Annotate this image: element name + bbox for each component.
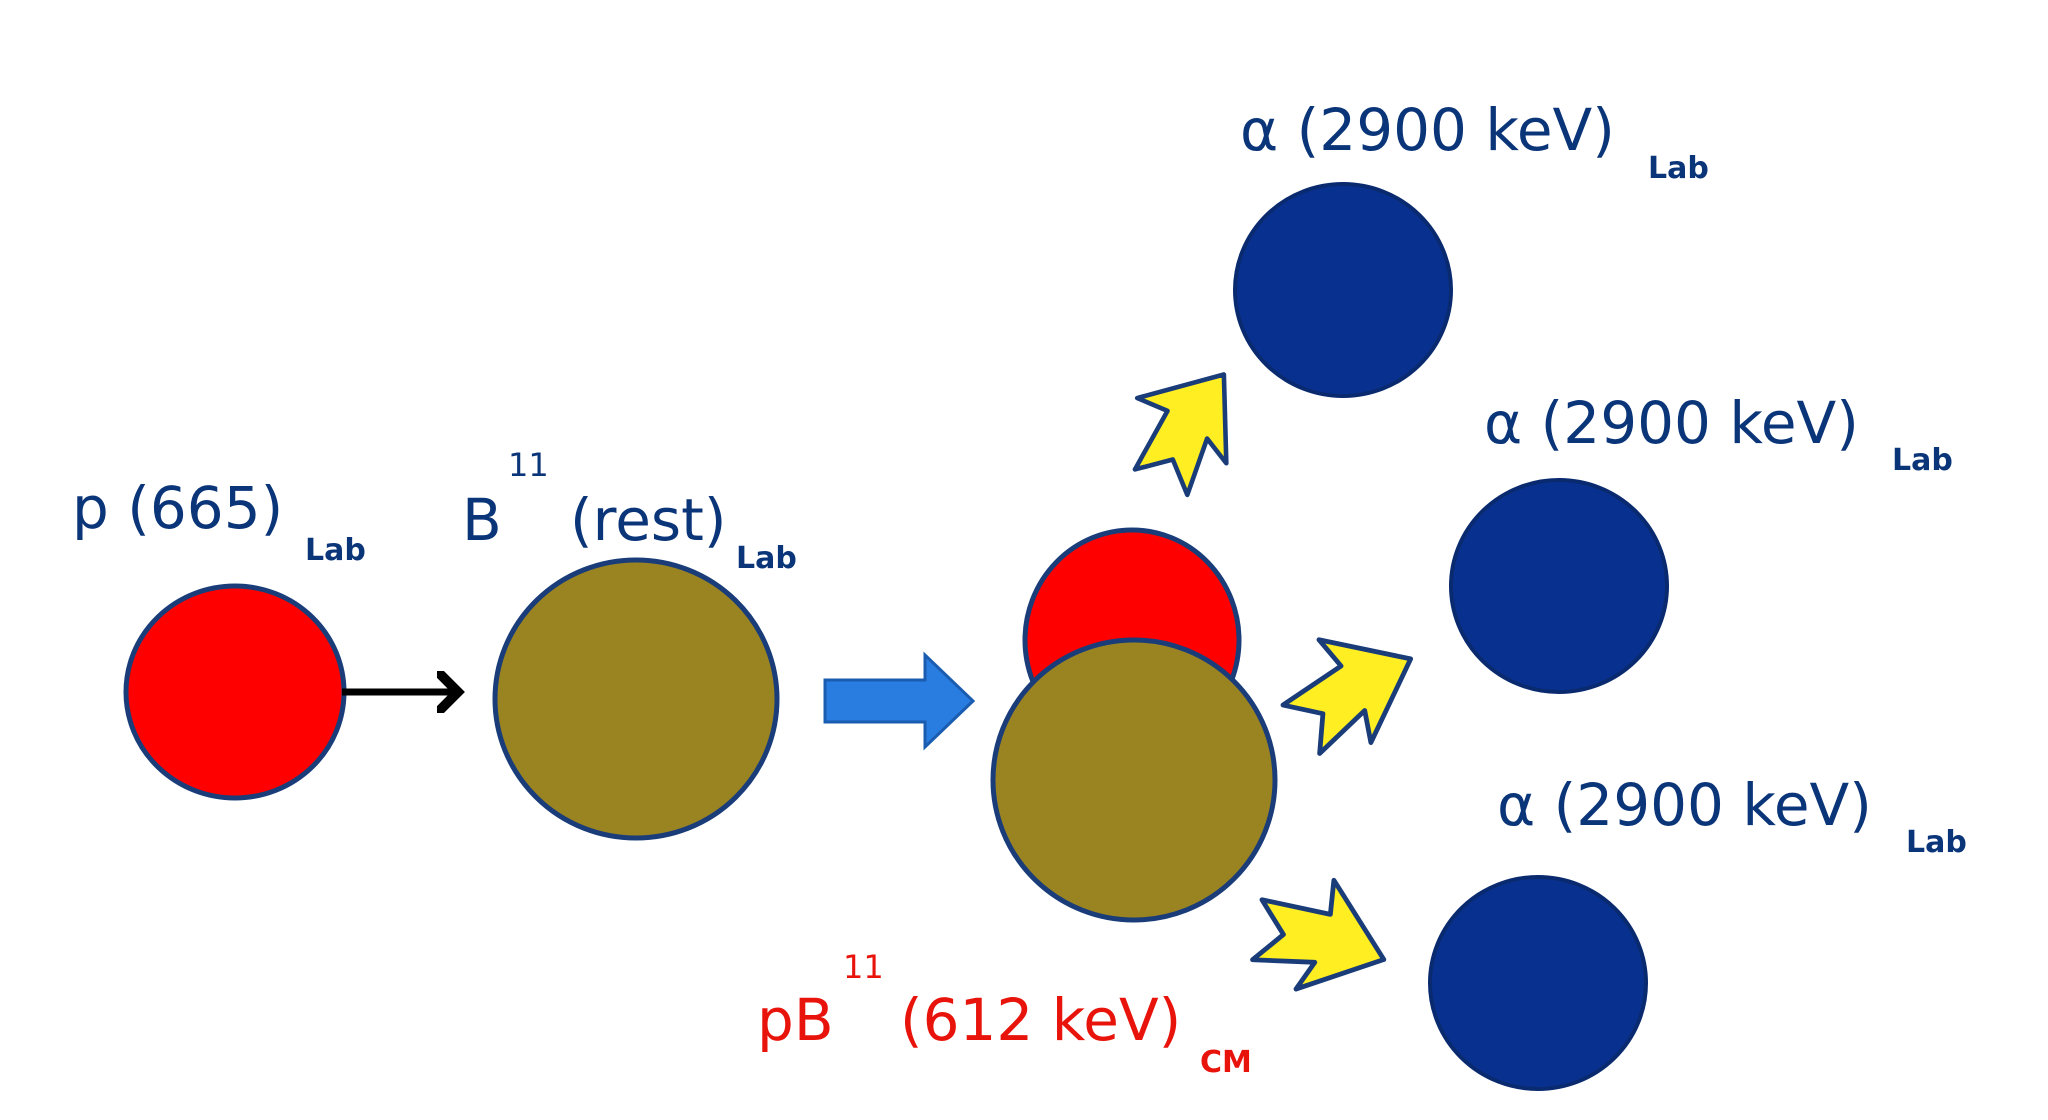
compound-energy: (612 keV) [900,986,1181,1054]
boron-label: B [462,486,502,554]
emission-arrow-icon [1264,606,1437,771]
alpha-circle [1233,182,1453,398]
boron-mass-superscript: 11 [508,446,549,484]
emission-arrow-icon [1103,342,1267,511]
compound-boron-circle [990,637,1278,923]
boron-state: (rest) [570,486,726,554]
alpha-circle [1428,875,1648,1091]
alpha-frame-subscript: Lab [1892,443,1953,478]
boron-frame-subscript: Lab [736,541,797,576]
proton-label: p (665) [72,474,283,542]
alpha-label: α (2900 keV) [1240,96,1615,164]
boron-circle [492,557,780,841]
alpha-circle [1449,478,1669,694]
alpha-label: α (2900 keV) [1497,771,1872,839]
proton-circle [123,583,347,801]
alpha-label: α (2900 keV) [1484,389,1859,457]
compound-mass-superscript: 11 [843,948,884,986]
process-arrow-icon [823,651,976,751]
alpha-frame-subscript: Lab [1906,825,1967,860]
alpha-frame-subscript: Lab [1648,151,1709,186]
compound-frame-subscript: CM [1200,1045,1252,1080]
compound-label: pB [757,986,834,1054]
proton-frame-subscript: Lab [305,533,366,568]
emission-arrow-icon [1239,861,1402,1012]
